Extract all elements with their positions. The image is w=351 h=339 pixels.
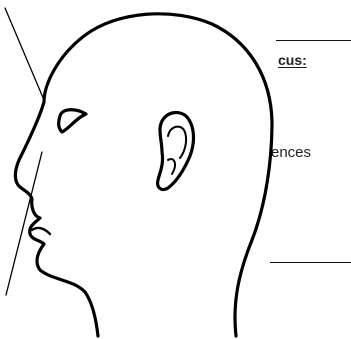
pointer-line-upper bbox=[5, 8, 44, 100]
head-outline bbox=[15, 14, 272, 336]
